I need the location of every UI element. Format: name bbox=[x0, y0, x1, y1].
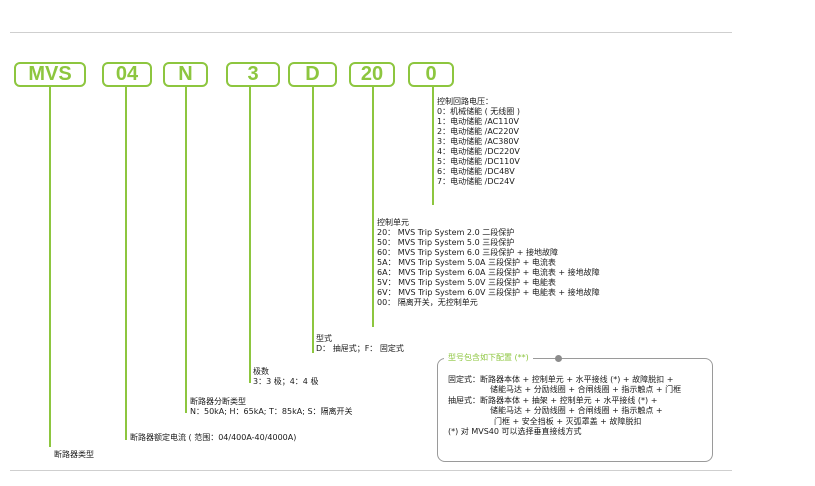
breaking-type-title: 断路器分断类型 bbox=[190, 397, 246, 406]
control-unit-item: 6A： MVS Trip System 6.0A 三段保护 + 电流表 + 接地… bbox=[377, 268, 600, 277]
code-box-current: 04 bbox=[102, 62, 152, 87]
control-voltage-title: 控制回路电压： bbox=[437, 97, 493, 106]
mounting-text: D： 抽屉式；F： 固定式 bbox=[316, 344, 404, 353]
bottom-divider bbox=[10, 470, 732, 471]
guide-line-mounting bbox=[312, 87, 314, 353]
breaking-type-section: 断路器分断类型 N：50kA; H：65kA; T：85kA; S：隔离开关 bbox=[190, 397, 353, 417]
control-unit-item: 00： 隔离开关，无控制单元 bbox=[377, 298, 478, 307]
control-unit-item: 60： MVS Trip System 6.0 三段保护 + 接地故障 bbox=[377, 248, 558, 257]
config-line: 抽屉式：断路器本体 + 抽架 + 控制单元 + 水平接线 (*) + bbox=[448, 395, 658, 405]
guide-line-control-unit bbox=[372, 87, 374, 327]
config-line: 储能马达 + 分励线圈 + 合闸线圈 + 指示触点 + bbox=[490, 406, 663, 416]
top-divider bbox=[10, 32, 732, 33]
config-line: 门框 + 安全挡板 + 灭弧罩盖 + 故障脱扣 bbox=[494, 416, 642, 426]
control-unit-item: 6V： MVS Trip System 6.0V 三段保护 + 电能表 + 接地… bbox=[377, 288, 600, 297]
config-box: 型号包含如下配置 (**) 固定式：断路器本体 + 控制单元 + 水平接线 (*… bbox=[437, 352, 713, 462]
control-voltage-item: 6：电动储能 /DC48V bbox=[437, 167, 515, 176]
poles-title: 极数 bbox=[253, 367, 269, 376]
config-line: (*) 对 MVS40 可以选择垂直接线方式 bbox=[448, 427, 582, 437]
poles-text: 3：3 极；4：4 极 bbox=[253, 377, 319, 386]
mounting-section: 型式 D： 抽屉式；F： 固定式 bbox=[316, 334, 404, 354]
control-unit-item: 50： MVS Trip System 5.0 三段保护 bbox=[377, 238, 515, 247]
config-text: 固定式：断路器本体 + 控制单元 + 水平接线 (*) + 故障脱扣 + 储能马… bbox=[448, 375, 681, 437]
control-voltage-item: 3：电动储能 /AC380V bbox=[437, 137, 519, 146]
mounting-title: 型式 bbox=[316, 334, 332, 343]
code-box-control-unit: 20 bbox=[349, 62, 395, 87]
code-box-mounting: D bbox=[288, 62, 337, 87]
code-box-breaking: N bbox=[163, 62, 208, 87]
control-voltage-item: 5：电动储能 /DC110V bbox=[437, 157, 520, 166]
control-unit-item: 5V： MVS Trip System 5.0V 三段保护 + 电能表 bbox=[377, 278, 556, 287]
guide-line-control-voltage bbox=[432, 87, 434, 205]
guide-line-poles bbox=[249, 87, 251, 383]
config-line: 固定式：断路器本体 + 控制单元 + 水平接线 (*) + 故障脱扣 + bbox=[448, 375, 674, 384]
rated-current-label: 断路器额定电流 ( 范围：04/400A-40/4000A) bbox=[130, 433, 297, 442]
control-unit-item: 20： MVS Trip System 2.0 二段保护 bbox=[377, 228, 515, 237]
breaker-type-label: 断路器类型 bbox=[54, 450, 94, 459]
control-voltage-item: 7：电动储能 /DC24V bbox=[437, 177, 515, 186]
code-box-poles: 3 bbox=[226, 62, 280, 87]
code-box-series: MVS bbox=[14, 62, 86, 87]
bullet-dot-icon bbox=[555, 355, 562, 362]
code-box-control-voltage: 0 bbox=[408, 62, 454, 87]
control-unit-title: 控制单元 bbox=[377, 218, 409, 227]
guide-line-current bbox=[125, 87, 127, 440]
control-unit-section: 控制单元 20： MVS Trip System 2.0 二段保护 50： MV… bbox=[377, 218, 600, 308]
config-line: 储能马达 + 分励线圈 + 合闸线圈 + 指示触点 + 门框 bbox=[490, 385, 682, 395]
config-title: 型号包含如下配置 (**) bbox=[444, 352, 533, 364]
control-voltage-item: 0：机械储能 ( 无线圈 ) bbox=[437, 107, 520, 116]
control-voltage-item: 4：电动储能 /DC220V bbox=[437, 147, 520, 156]
breaking-type-text: N：50kA; H：65kA; T：85kA; S：隔离开关 bbox=[190, 407, 353, 416]
control-voltage-item: 1：电动储能 /AC110V bbox=[437, 117, 519, 126]
control-voltage-section: 控制回路电压： 0：机械储能 ( 无线圈 ) 1：电动储能 /AC110V 2：… bbox=[437, 97, 520, 187]
guide-line-series bbox=[49, 87, 51, 447]
poles-section: 极数 3：3 极；4：4 极 bbox=[253, 367, 318, 387]
control-unit-item: 5A： MVS Trip System 5.0A 三段保护 + 电流表 bbox=[377, 258, 556, 267]
control-voltage-item: 2：电动储能 /AC220V bbox=[437, 127, 519, 136]
guide-line-breaking bbox=[185, 87, 187, 413]
